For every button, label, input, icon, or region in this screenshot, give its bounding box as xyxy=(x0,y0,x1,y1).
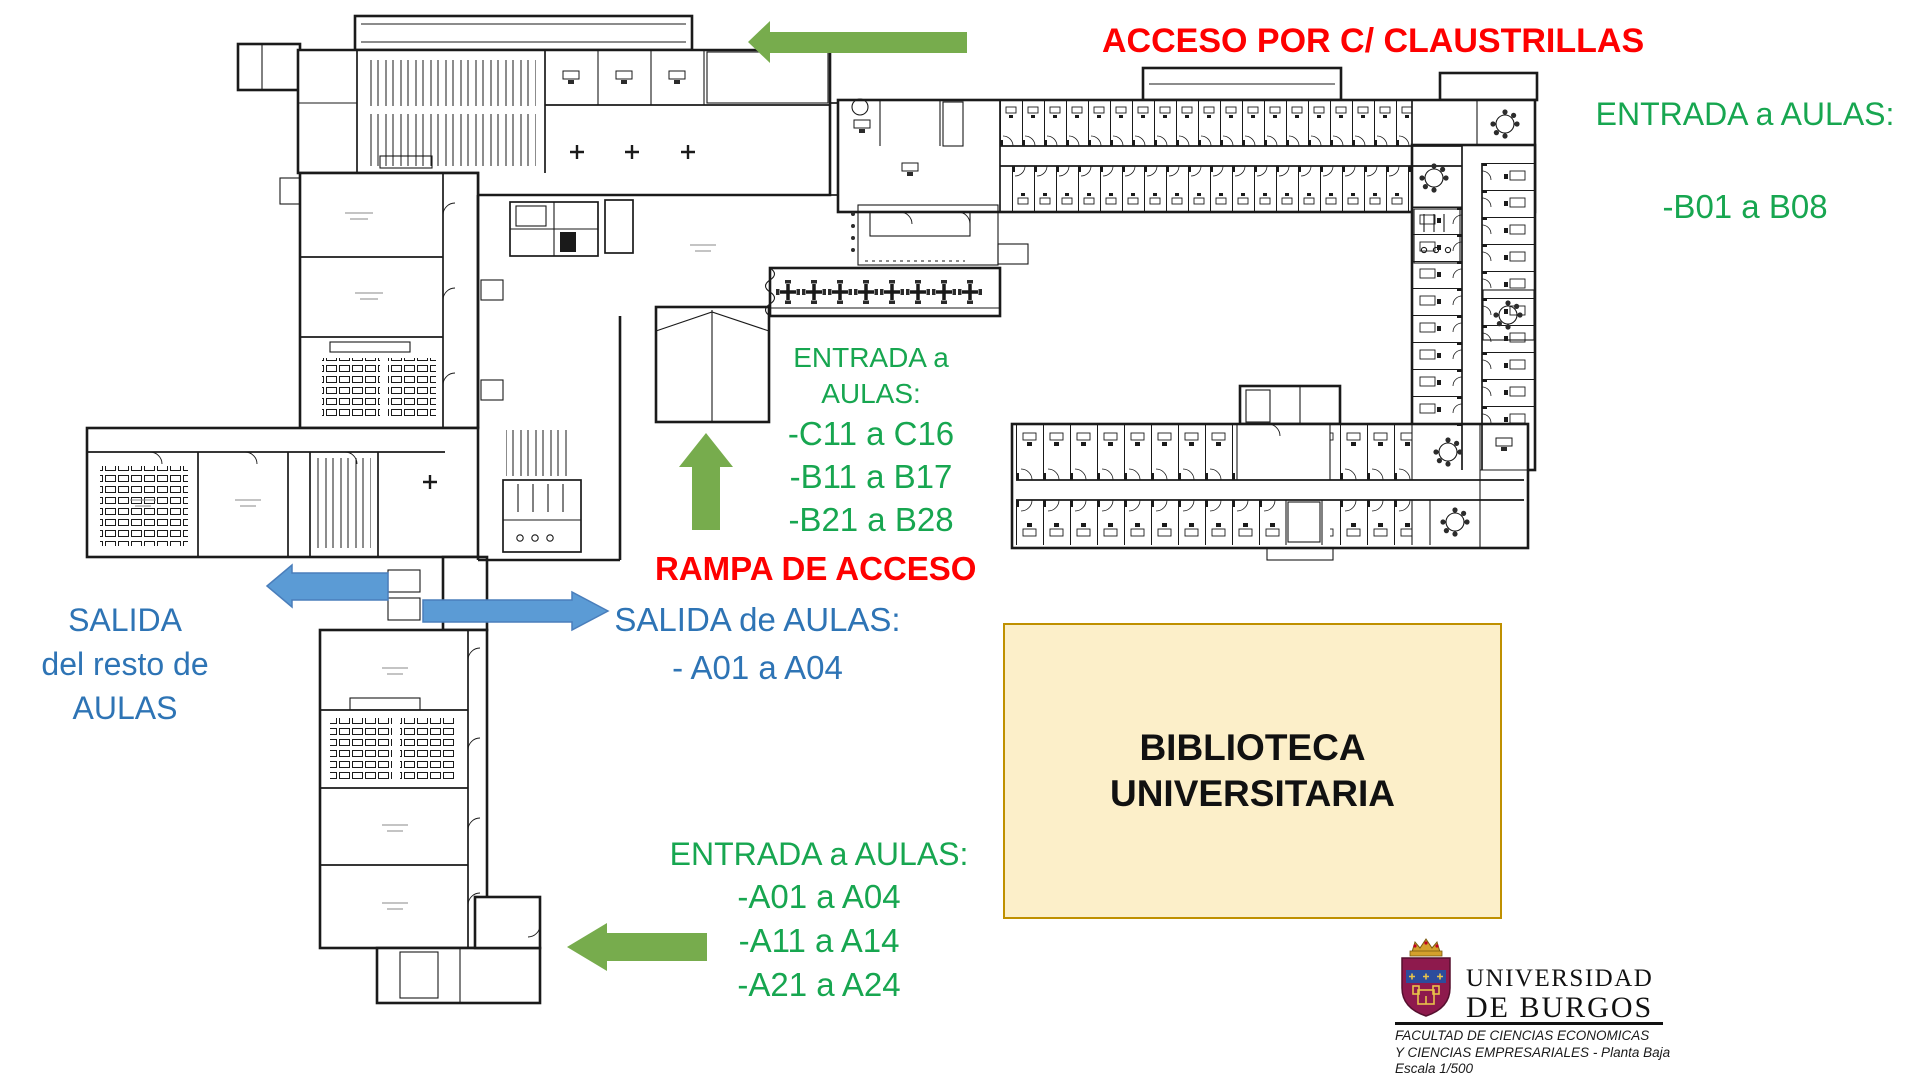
salida-resto-line2: del resto de xyxy=(41,646,209,682)
entrada-central-label: ENTRADA a AULAS: -C11 a C16 -B11 a B17 -… xyxy=(738,340,1004,541)
scale-label: Escala 1/500 xyxy=(1395,1061,1474,1076)
salida-resto-line3: AULAS xyxy=(72,690,178,726)
rampa-acceso-label: RAMPA DE ACCESO xyxy=(655,550,977,587)
arrow-entrada-a-wing xyxy=(567,923,707,971)
auditorium-interior xyxy=(261,23,838,196)
salida-resto-label: SALIDA del resto de AULAS xyxy=(22,598,228,730)
logo-divider xyxy=(1395,1022,1663,1025)
faculty-line1: FACULTAD DE CIENCIAS ECONOMICAS xyxy=(1395,1028,1650,1043)
bottom-wing-interior xyxy=(320,569,541,1003)
university-crest-icon xyxy=(1401,938,1451,1017)
biblioteca-line1: BIBLIOTECA xyxy=(1139,727,1366,768)
entrada-b-wing-rooms: -B01 a B08 xyxy=(1662,188,1828,225)
entrada-b-wing-title: ENTRADA a AULAS: xyxy=(1595,96,1895,132)
university-name-line2: DE BURGOS xyxy=(1466,991,1654,1024)
entrada-a-wing-rooms-2: -A21 a A24 xyxy=(737,965,901,1003)
right-vertical-interior xyxy=(1412,146,1535,470)
left-wing-interior xyxy=(87,451,445,557)
entrada-central-rooms-b2: -B21 a B28 xyxy=(788,501,954,538)
salida-resto-line1: SALIDA xyxy=(68,602,182,638)
arrow-acceso-claustrillas xyxy=(748,21,967,63)
room-label-marks xyxy=(130,212,716,910)
entrada-central-title-line2: AULAS: xyxy=(821,378,921,409)
entrada-central-title-line1: ENTRADA a xyxy=(793,342,949,373)
salida-aulas-rooms: - A01 a A04 xyxy=(672,649,843,686)
entrada-a-wing-title: ENTRADA a AULAS: xyxy=(669,836,969,872)
wing-bottom xyxy=(318,555,542,1005)
entrada-a-wing-rooms-1: -A11 a A14 xyxy=(738,921,900,959)
central-core xyxy=(476,195,634,562)
salida-aulas-title: SALIDA de AULAS: xyxy=(614,601,901,638)
middle-left-interior xyxy=(279,173,456,428)
entrada-central-rooms-b1: -B11 a B17 xyxy=(789,458,953,495)
top-right-interior xyxy=(1000,83,1521,212)
entrada-a-wing-rooms-0: -A01 a A04 xyxy=(737,877,901,915)
entrada-central-rooms-c: -C11 a C16 xyxy=(787,415,955,452)
university-name-line1: UNIVERSIDAD xyxy=(1466,965,1654,992)
faculty-line2: Y CIENCIAS EMPRESARIALES - Planta Baja xyxy=(1395,1044,1671,1060)
arrow-rampa-up xyxy=(679,433,733,530)
acceso-claustrillas-label: ACCESO POR C/ CLAUSTRILLAS xyxy=(1102,22,1645,60)
faculty-caption: FACULTAD DE CIENCIAS ECONOMICAS Y CIENCI… xyxy=(1395,1028,1695,1078)
arrow-salida-right xyxy=(422,590,610,632)
biblioteca-line2: UNIVERSITARIA xyxy=(1109,773,1396,814)
salida-aulas-label: SALIDA de AULAS: - A01 a A04 xyxy=(600,596,915,692)
middle-right-interior xyxy=(1016,386,1528,561)
arrow-salida-left xyxy=(265,563,389,609)
biblioteca-box: BIBLIOTECA UNIVERSITARIA xyxy=(1003,623,1502,919)
entrada-a-wing-label: ENTRADA a AULAS: -A01 a A04 -A11 a A14 -… xyxy=(658,834,980,1007)
